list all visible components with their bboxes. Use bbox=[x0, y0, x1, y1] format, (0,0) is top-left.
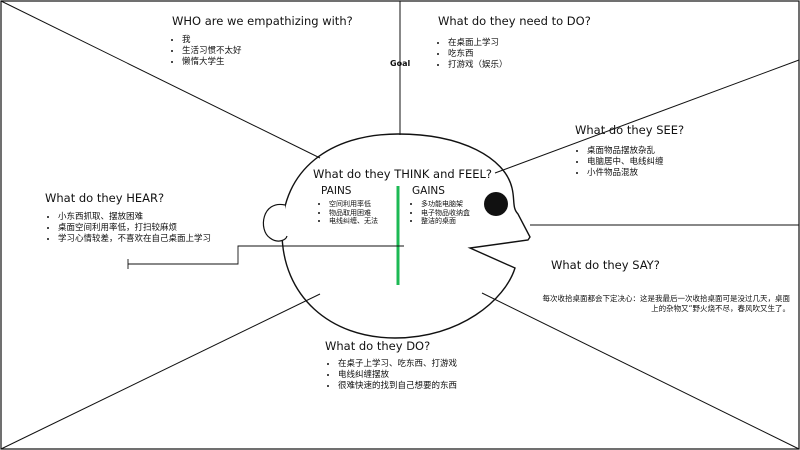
who-item: 我 bbox=[182, 35, 242, 46]
pain-item: 空间利用率低 bbox=[329, 200, 378, 209]
do-item: 在桌子上学习、吃东西、打游戏 bbox=[338, 359, 457, 370]
say-title: What do they SAY? bbox=[551, 258, 660, 272]
who-item: 懒惰大学生 bbox=[182, 57, 242, 68]
need-to-do-list: 在桌面上学习 吃东西 打游戏（娱乐） bbox=[436, 38, 508, 71]
do-list: 在桌子上学习、吃东西、打游戏 电线纠缠摆放 很难快速的找到自己想要的东西 bbox=[326, 359, 457, 392]
head-outline bbox=[281, 133, 531, 339]
who-item: 生活习惯不太好 bbox=[182, 46, 242, 57]
pains-list: 空间利用率低 物品取用困难 电线纠缠、无法 bbox=[320, 200, 378, 226]
need-to-do-item: 吃东西 bbox=[448, 49, 508, 60]
divider-bottom-left bbox=[0, 293, 321, 450]
hear-title: What do they HEAR? bbox=[45, 191, 165, 205]
divider-bottom-right bbox=[481, 292, 800, 450]
pain-item: 电线纠缠、无法 bbox=[329, 217, 378, 226]
hear-item: 桌面空间利用率低，打扫较麻烦 bbox=[58, 223, 248, 234]
ear bbox=[262, 203, 288, 242]
divider-top-left bbox=[0, 0, 321, 159]
divider-top-right bbox=[494, 59, 800, 174]
see-item: 桌面物品摆放杂乱 bbox=[587, 146, 664, 157]
eye bbox=[484, 192, 508, 216]
think-feel-title: What do they THINK and FEEL? bbox=[313, 167, 493, 181]
do-item: 很难快速的找到自己想要的东西 bbox=[338, 381, 457, 392]
see-item: 小件物品混放 bbox=[587, 168, 664, 179]
pains-label: PAINS bbox=[321, 185, 352, 197]
who-title: WHO are we empathizing with? bbox=[172, 14, 353, 28]
say-quote: 每次收拾桌面都会下定决心：这是我最后一次收拾桌面可是没过几天，桌面上的杂物又“野… bbox=[542, 294, 791, 313]
hear-connector bbox=[128, 245, 404, 265]
do-item: 电线纠缠摆放 bbox=[338, 370, 457, 381]
who-list: 我 生活习惯不太好 懒惰大学生 bbox=[170, 35, 242, 68]
need-to-do-item: 打游戏（娱乐） bbox=[448, 60, 508, 71]
do-title: What do they DO? bbox=[325, 339, 431, 353]
gains-list: 多功能电脑架 电子物品收纳盒 整洁的桌面 bbox=[412, 200, 470, 226]
see-item: 电脑居中、电线纠缠 bbox=[587, 157, 664, 168]
goal-label: Goal bbox=[390, 59, 411, 68]
see-title: What do they SEE? bbox=[575, 123, 685, 137]
see-list: 桌面物品摆放杂乱 电脑居中、电线纠缠 小件物品混放 bbox=[575, 146, 664, 179]
need-to-do-title: What do they need to DO? bbox=[438, 14, 591, 28]
gain-item: 电子物品收纳盒 bbox=[421, 209, 470, 218]
gains-label: GAINS bbox=[412, 185, 445, 197]
hear-item: 学习心情较差，不喜欢在自己桌面上学习 bbox=[58, 234, 248, 245]
hear-list: 小东西抓取、摆放困难 桌面空间利用率低，打扫较麻烦 学习心情较差，不喜欢在自己桌… bbox=[46, 212, 248, 245]
hear-item: 小东西抓取、摆放困难 bbox=[58, 212, 248, 223]
need-to-do-item: 在桌面上学习 bbox=[448, 38, 508, 49]
gain-item: 整洁的桌面 bbox=[421, 217, 470, 226]
pain-item: 物品取用困难 bbox=[329, 209, 378, 218]
gain-item: 多功能电脑架 bbox=[421, 200, 470, 209]
